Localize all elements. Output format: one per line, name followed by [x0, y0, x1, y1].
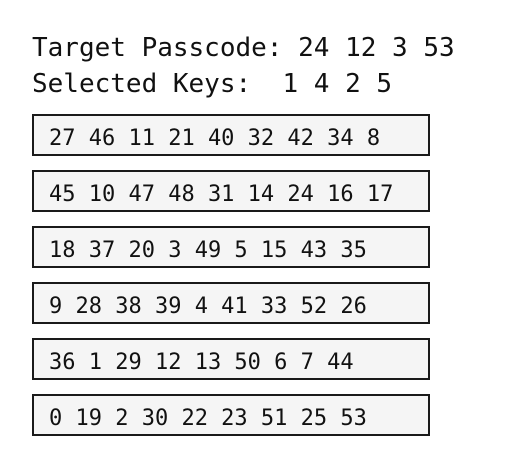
key-row-3[interactable]: 18 37 20 3 49 5 15 43 35: [32, 226, 430, 268]
key-row-numbers: 9 28 38 39 4 41 33 52 26: [49, 294, 367, 319]
key-row-numbers: 18 37 20 3 49 5 15 43 35: [49, 238, 367, 263]
key-row-numbers: 36 1 29 12 13 50 6 7 44: [49, 350, 354, 375]
key-row-2[interactable]: 45 10 47 48 31 14 24 16 17: [32, 170, 430, 212]
key-row-4[interactable]: 9 28 38 39 4 41 33 52 26: [32, 282, 430, 324]
target-passcode-line: Target Passcode: 24 12 3 53: [32, 33, 455, 63]
target-passcode-value: 24 12 3 53: [298, 33, 455, 63]
key-row-numbers: 45 10 47 48 31 14 24 16 17: [49, 182, 394, 207]
selected-keys-line: Selected Keys: 1 4 2 5: [32, 69, 392, 99]
key-row-5[interactable]: 36 1 29 12 13 50 6 7 44: [32, 338, 430, 380]
key-row-6[interactable]: 0 19 2 30 22 23 51 25 53: [32, 394, 430, 436]
target-passcode-label: Target Passcode:: [32, 33, 283, 63]
selected-keys-label: Selected Keys:: [32, 69, 252, 99]
selected-keys-value: 1 4 2 5: [282, 69, 393, 99]
key-row-numbers: 27 46 11 21 40 32 42 34 8: [49, 126, 381, 151]
key-row-numbers: 0 19 2 30 22 23 51 25 53: [49, 406, 367, 431]
key-row-1[interactable]: 27 46 11 21 40 32 42 34 8: [32, 114, 430, 156]
